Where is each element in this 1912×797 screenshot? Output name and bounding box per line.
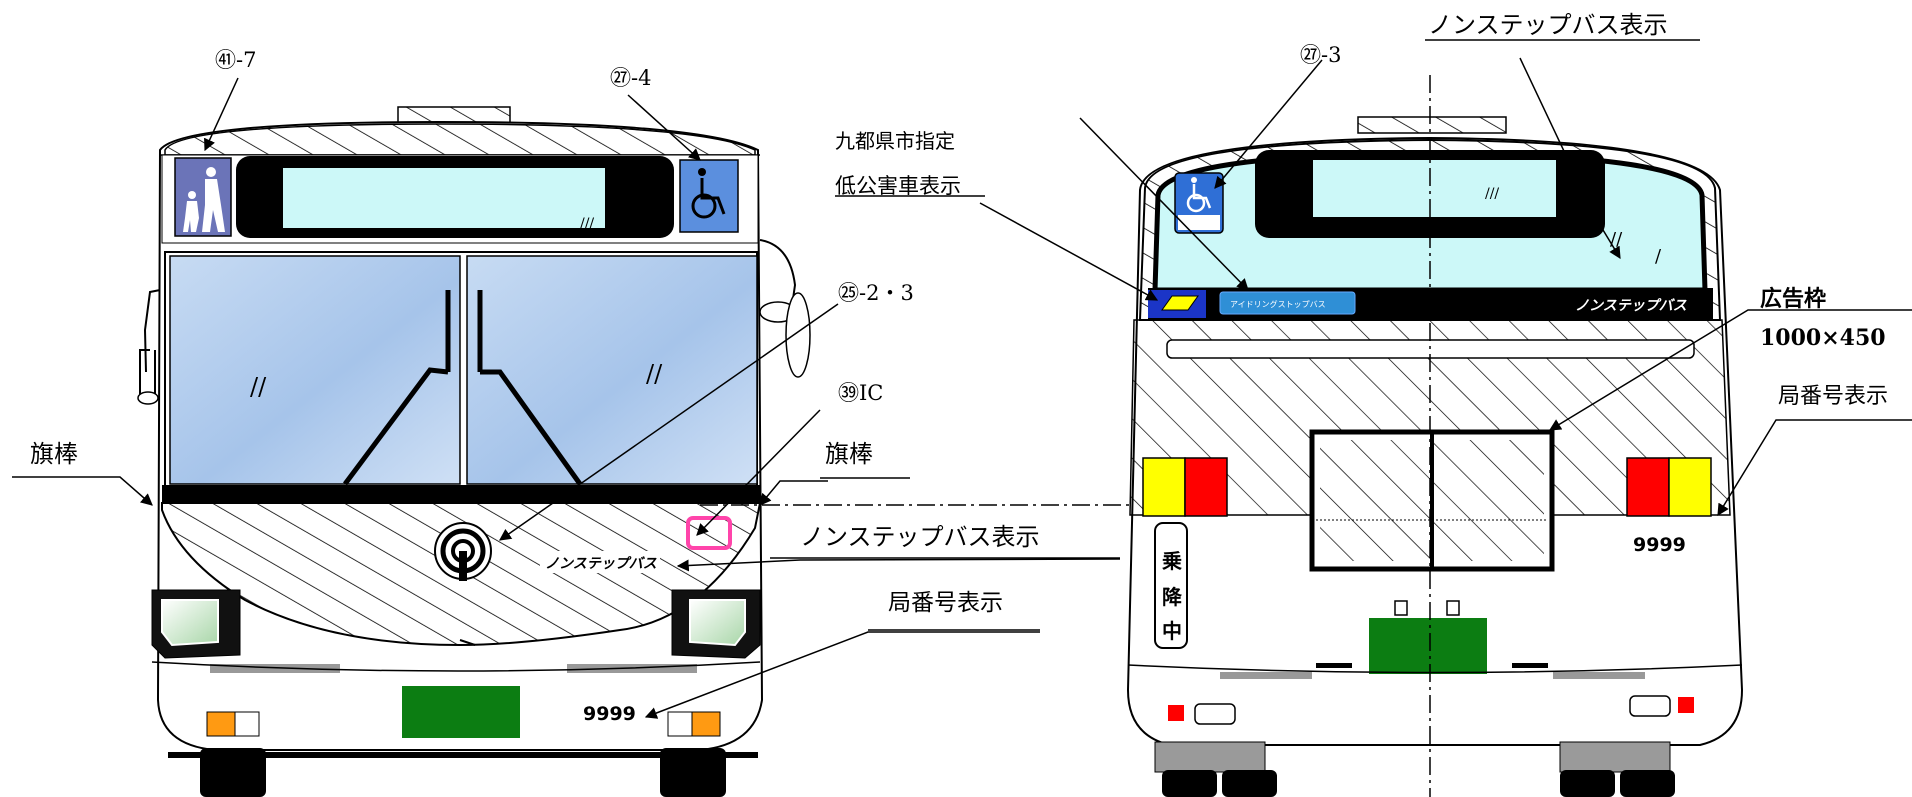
- label-rear-nonstep: ノンステップバス表示: [1428, 11, 1668, 39]
- leader-lines: [12, 39, 1912, 719]
- mirror-right: [759, 239, 797, 321]
- front-nonstep-text: ノンステップバス: [545, 556, 657, 572]
- tail-lamp-red-right: [1626, 457, 1670, 517]
- idling-stop-sign: [1219, 291, 1356, 315]
- label-kyuto-line1: 九都県市指定: [835, 129, 955, 153]
- tail-lamp-yellow-left: [1142, 457, 1186, 517]
- wipers: [342, 290, 583, 486]
- reflector-right: [1678, 697, 1694, 713]
- front-emblem: [434, 522, 492, 581]
- windshield-right: [466, 255, 758, 485]
- svg-text:乗: 乗: [1162, 549, 1182, 573]
- label-41-7: ㊶-7: [215, 48, 256, 72]
- svg-text:///: ///: [580, 216, 594, 232]
- front-station-number: 9999: [583, 703, 636, 725]
- ic-reader-mark: [686, 516, 732, 550]
- label-flag-right: 旗棒: [825, 440, 873, 468]
- front-number-plate: [402, 686, 520, 738]
- wheelchair-icon-rear: [1186, 184, 1212, 213]
- front-view: /// // //: [137, 106, 811, 797]
- boarding-sign: [1154, 522, 1188, 649]
- rear-tire-right-2: [1620, 770, 1675, 797]
- label-39-ic: ㊴IC: [838, 381, 883, 405]
- label-27-3: ㉗-3: [1300, 43, 1341, 67]
- svg-text://: //: [250, 373, 267, 401]
- front-tire-left: [200, 748, 266, 797]
- turn-lamp-right: [691, 711, 721, 737]
- rear-tire-right-1: [1560, 770, 1615, 797]
- rear-view: /// // / アイドリングストップバス ノンステップバス 9999: [1126, 75, 1744, 797]
- headlamp-right: [671, 589, 761, 659]
- rear-number-plate: [1369, 618, 1487, 674]
- rear-tire-left-1: [1162, 770, 1217, 797]
- svg-text:///: ///: [1485, 186, 1499, 202]
- headlamp-left: [151, 589, 241, 659]
- wheelchair-icon-front: [691, 178, 726, 219]
- turn-lamp-left: [206, 711, 236, 737]
- label-front-station-number: 局番号表示: [888, 590, 1003, 616]
- tail-lamp-yellow-right: [1668, 457, 1712, 517]
- parent-child-icon: [183, 167, 225, 232]
- svg-text:降: 降: [1162, 585, 1183, 609]
- tail-lamp-red-left: [1184, 457, 1228, 517]
- label-flag-left: 旗棒: [30, 440, 78, 468]
- svg-text:中: 中: [1162, 619, 1182, 643]
- label-rear-station-number: 局番号表示: [1778, 384, 1888, 409]
- label-27-4: ㉗-4: [610, 66, 651, 90]
- label-kyuto-line2: 低公害車表示: [835, 174, 961, 198]
- rear-nonstep-text: ノンステップバス: [1575, 298, 1687, 314]
- rear-station-number: 9999: [1633, 534, 1686, 556]
- svg-text://: //: [646, 360, 663, 388]
- mirror-left: [139, 289, 161, 396]
- label-25-2-3: ㉕-2・3: [838, 281, 914, 305]
- svg-text://: //: [1610, 229, 1623, 250]
- rear-tire-left-2: [1222, 770, 1277, 797]
- reflector-left: [1168, 705, 1184, 721]
- front-tire-right: [660, 748, 726, 797]
- idling-stop-text: アイドリングストップバス: [1230, 299, 1326, 309]
- label-ad-frame-size: 1000×450: [1760, 325, 1886, 351]
- label-ad-frame: 広告枠: [1760, 286, 1826, 312]
- svg-text:/: /: [1655, 246, 1662, 267]
- windshield-left: [169, 255, 461, 485]
- label-front-nonstep: ノンステップバス表示: [800, 523, 1040, 551]
- labels: ㊶-7 ㉗-4 ㉕-2・3 ㊴IC 旗棒 旗棒 ノンステップバス表示 局番号表示…: [30, 11, 1888, 616]
